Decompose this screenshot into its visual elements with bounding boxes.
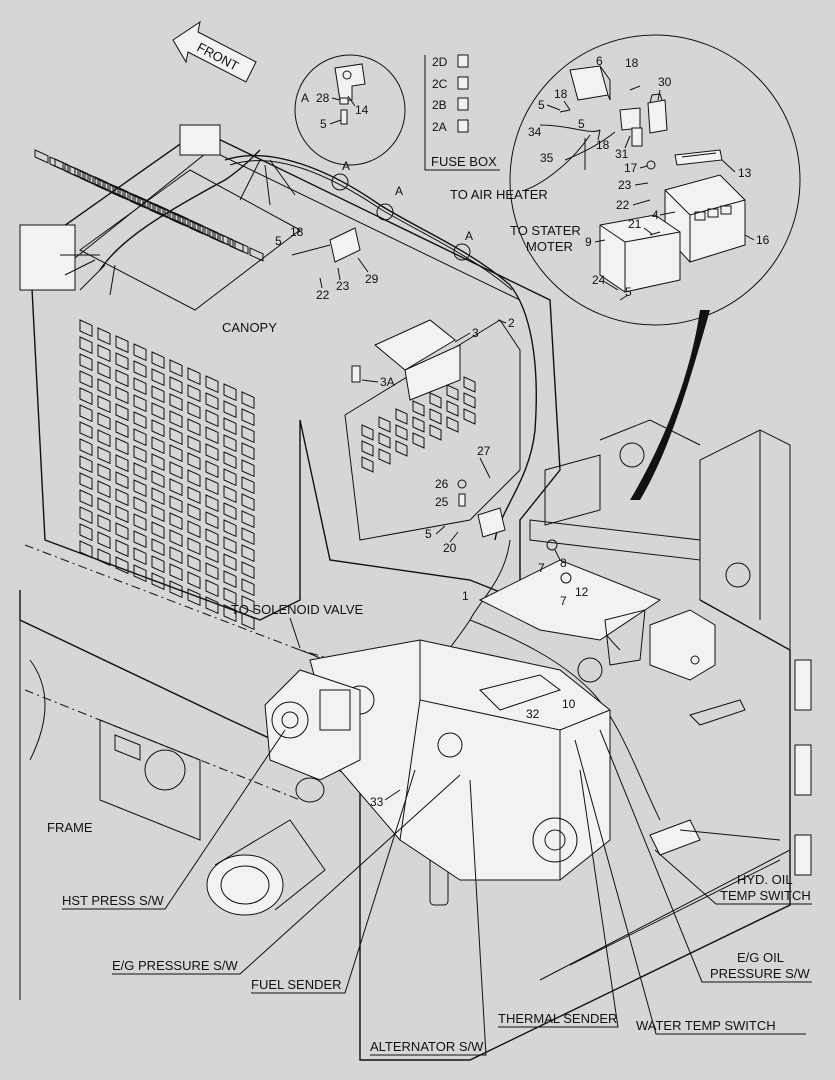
svg-text:1: 1 <box>462 589 469 603</box>
machine-frame <box>19 419 812 1061</box>
hyd-oil-temp-switch-label-2: TEMP SWITCH <box>720 888 811 903</box>
detail-a-part-28: 28 <box>316 91 330 105</box>
starter-detail-circle <box>509 34 801 326</box>
svg-text:A: A <box>465 229 473 243</box>
eg-oil-pressure-sw-label-1: E/G OIL <box>737 950 784 965</box>
svg-text:12: 12 <box>575 585 589 599</box>
to-solenoid-valve-label: TO SOLENOID VALVE <box>231 602 364 617</box>
svg-text:2B: 2B <box>432 98 447 112</box>
svg-text:22: 22 <box>316 288 330 302</box>
svg-text:13: 13 <box>738 166 752 180</box>
fuse-2c: 2C <box>432 76 469 91</box>
svg-text:32: 32 <box>526 707 540 721</box>
svg-text:24: 24 <box>592 273 606 287</box>
svg-text:25: 25 <box>435 495 449 509</box>
svg-text:5: 5 <box>275 234 282 248</box>
svg-text:3A: 3A <box>380 375 395 389</box>
svg-text:29: 29 <box>365 272 379 286</box>
fuel-sender-label: FUEL SENDER <box>251 977 342 992</box>
canopy-grille <box>79 319 255 631</box>
svg-text:23: 23 <box>618 178 632 192</box>
svg-text:10: 10 <box>562 697 576 711</box>
svg-text:33: 33 <box>370 795 384 809</box>
svg-text:3: 3 <box>472 326 479 340</box>
harness-routing <box>60 149 661 821</box>
svg-text:17: 17 <box>624 161 638 175</box>
starter-detail-callouts: 6 18 30 5 18 34 5 18 31 35 13 17 23 22 4… <box>528 54 770 299</box>
svg-text:2D: 2D <box>432 55 448 69</box>
svg-text:21: 21 <box>628 217 642 231</box>
svg-text:31: 31 <box>615 147 629 161</box>
svg-text:18: 18 <box>625 56 639 70</box>
svg-text:4: 4 <box>652 208 659 222</box>
component-labels: TO SOLENOID VALVE FRAME HST PRESS S/W E/… <box>47 602 812 1056</box>
mount-plates <box>478 454 781 856</box>
svg-text:7: 7 <box>560 594 567 608</box>
eg-pressure-sw-label: E/G PRESSURE S/W <box>112 958 238 973</box>
canopy-label: CANOPY <box>222 320 277 335</box>
svg-text:23: 23 <box>336 279 350 293</box>
svg-text:20: 20 <box>443 541 457 555</box>
svg-text:2C: 2C <box>432 77 448 91</box>
hst-press-sw-label: HST PRESS S/W <box>62 893 164 908</box>
detail-a-letter: A <box>301 91 309 105</box>
water-temp-switch-label: WATER TEMP SWITCH <box>636 1018 776 1033</box>
svg-text:A: A <box>342 159 350 173</box>
svg-text:26: 26 <box>435 477 449 491</box>
hyd-oil-temp-switch-label-1: HYD. OIL <box>737 872 793 887</box>
svg-text:5: 5 <box>538 98 545 112</box>
engine-assembly <box>264 639 611 881</box>
to-stater-moter-label-2: MOTER <box>526 239 573 254</box>
fuse-box-stack: 2D 2C 2B 2A FUSE BOX <box>424 54 500 171</box>
svg-text:5: 5 <box>625 285 632 299</box>
fuse-box-label: FUSE BOX <box>431 154 497 169</box>
svg-text:34: 34 <box>528 125 542 139</box>
svg-text:18: 18 <box>596 138 610 152</box>
svg-text:7: 7 <box>538 561 545 575</box>
svg-text:5: 5 <box>578 117 585 131</box>
fuse-2a: 2A <box>432 119 469 134</box>
main-callouts: A A A 5 18 22 23 29 CANOPY 3 3A 2 27 26 … <box>222 159 589 809</box>
to-air-heater-label: TO AIR HEATER <box>450 187 548 202</box>
detail-a: A 28 14 5 <box>294 54 406 166</box>
svg-text:22: 22 <box>616 198 630 212</box>
svg-text:18: 18 <box>554 87 568 101</box>
window-grille <box>361 376 476 473</box>
alternator-sw-label: ALTERNATOR S/W <box>370 1039 484 1054</box>
fuse-2d: 2D <box>432 54 469 69</box>
detail-leader <box>630 310 710 500</box>
svg-text:30: 30 <box>658 75 672 89</box>
canopy <box>19 124 561 631</box>
fuse-2b: 2B <box>432 97 469 112</box>
svg-text:6: 6 <box>596 54 603 68</box>
detail-a-part-5: 5 <box>320 117 327 131</box>
svg-text:2A: 2A <box>432 120 447 134</box>
svg-text:5: 5 <box>425 527 432 541</box>
detail-a-part-14: 14 <box>355 103 369 117</box>
frame-label: FRAME <box>47 820 93 835</box>
svg-text:2: 2 <box>508 316 515 330</box>
svg-text:18: 18 <box>290 225 304 239</box>
eg-oil-pressure-sw-label-2: PRESSURE S/W <box>710 966 810 981</box>
svg-text:16: 16 <box>756 233 770 247</box>
svg-text:A: A <box>395 184 403 198</box>
svg-text:35: 35 <box>540 151 554 165</box>
to-stater-moter-label-1: TO STATER <box>510 223 581 238</box>
svg-text:9: 9 <box>585 235 592 249</box>
svg-text:27: 27 <box>477 444 491 458</box>
front-arrow: FRONT <box>172 20 257 83</box>
thermal-sender-label: THERMAL SENDER <box>498 1011 617 1026</box>
svg-text:8: 8 <box>560 556 567 570</box>
